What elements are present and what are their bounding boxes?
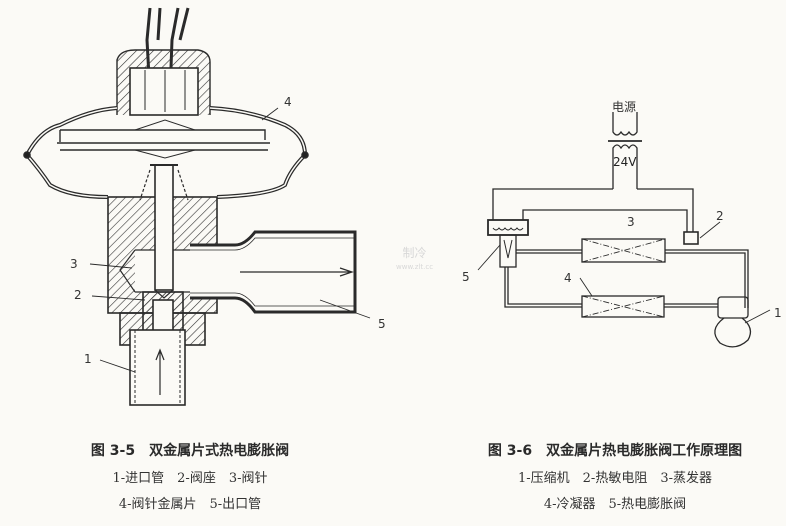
bimetal-plate: [57, 129, 270, 151]
caption-left: 图 3-5 双金属片式热电膨胀阀 1-进口管 2-阀座 3-阀针 4-阀针金属片…: [40, 440, 340, 512]
watermark: 制冷 www.zlt.cc: [396, 246, 433, 274]
label-1: 1: [84, 352, 92, 366]
bimetal-valve-section: [23, 7, 371, 406]
inlet-pipe: [129, 329, 186, 406]
voltage-label: 24V: [613, 155, 637, 169]
compressor-top: [717, 296, 749, 319]
transformer-secondary: [612, 144, 638, 189]
label-evaporator: 3: [627, 215, 635, 229]
label-thermistor: 2: [716, 209, 724, 223]
thermistor: [683, 231, 699, 245]
caption-right: 图 3-6 双金属片热电膨胀阀工作原理图 1-压缩机 2-热敏电阻 3-蒸发器 …: [445, 440, 785, 512]
figure-title-right: 图 3-6 双金属片热电膨胀阀工作原理图: [487, 443, 743, 459]
figure-title-left: 图 3-5 双金属片式热电膨胀阀: [90, 443, 290, 459]
evaporator: [581, 238, 666, 263]
leader-lines: [89, 107, 371, 373]
signal-wire: [522, 209, 688, 232]
power-wire-left: [492, 188, 613, 220]
condenser: [581, 295, 665, 318]
valve-head: [487, 219, 529, 236]
watermark-text: 制冷: [402, 246, 427, 260]
inlet-arrow: [155, 348, 165, 395]
watermark-url: www.zlt.cc: [396, 263, 434, 271]
diagrams: 4 3 2 5 1 电源 24V 3 2 5 4 1: [23, 7, 782, 406]
compressor-shell: [714, 317, 752, 348]
label-2: 2: [74, 288, 82, 302]
legend-left-2: 4-阀针金属片 5-出口管: [118, 497, 262, 512]
label-4: 4: [284, 95, 292, 109]
label-compressor: 1: [774, 306, 782, 320]
principle-diagram: [477, 112, 771, 348]
legend-left-1: 1-进口管 2-阀座 3-阀针: [112, 471, 268, 486]
label-3: 3: [70, 257, 78, 271]
needle: [154, 164, 174, 291]
label-5: 5: [378, 317, 386, 331]
power-wire-right: [637, 188, 694, 232]
legend-right-1: 1-压缩机 2-热敏电阻 3-蒸发器: [518, 471, 712, 486]
label-valve: 5: [462, 270, 470, 284]
legend-right-2: 4-冷凝器 5-热电膨胀阀: [543, 497, 687, 512]
leader-lines-right: [477, 221, 771, 324]
label-condenser: 4: [564, 271, 572, 285]
valve-body: [499, 234, 517, 268]
lead-wires: [145, 7, 190, 96]
outlet-arrow: [240, 267, 354, 277]
power-label: 电源: [612, 100, 636, 114]
transformer-primary: [612, 112, 638, 136]
